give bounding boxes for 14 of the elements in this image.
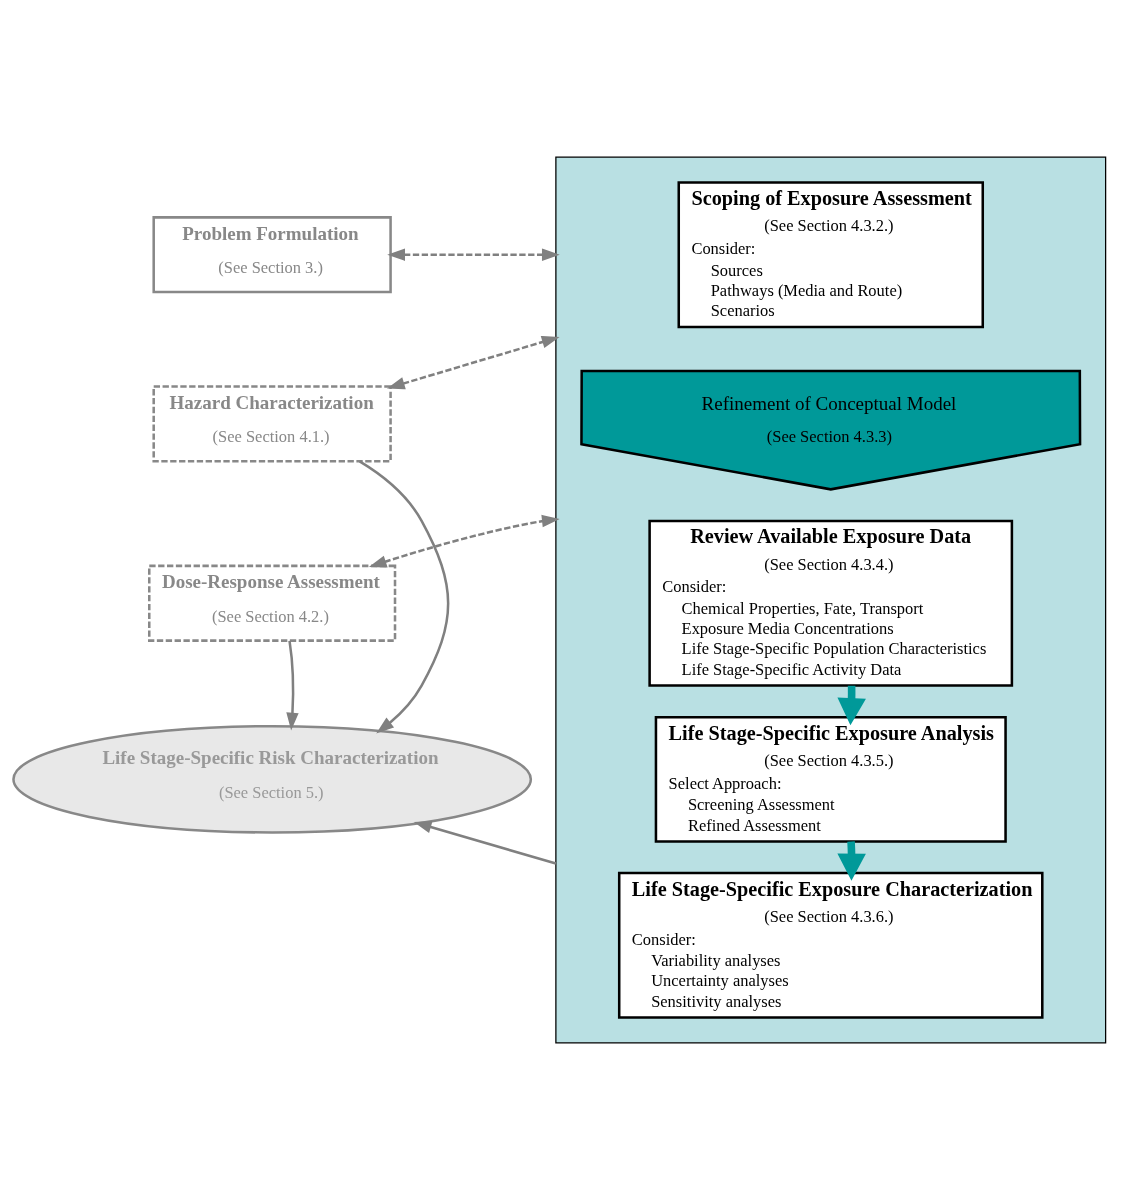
arrow	[286, 640, 299, 730]
node-box: Life Stage-Specific Exposure Analysis (See Section 4.3.5.) Select Approach: Screening Assessment Refined Assessment	[654, 715, 1007, 843]
cluster	[555, 156, 1107, 1043]
arrow	[387, 335, 560, 389]
node-box: Problem Formulation (See Section 3.)	[152, 215, 392, 293]
arrow	[413, 820, 557, 865]
arrow	[368, 514, 560, 567]
node-box: Hazard Characterization (See Section 4.1.)	[152, 384, 392, 463]
arrow	[358, 459, 450, 733]
node-box: Scoping of Exposure Assessment (See Section 4.3.2.) Consider: Sources Pathways (Media and Route) Scenarios	[677, 180, 985, 328]
node-box: Life Stage-Specific Exposure Characterization (See Section 4.3.6.) Consider: Variability analyses Uncertainty analyses Sensitivity analyses	[617, 871, 1044, 1019]
node-box: Review Available Exposure Data (See Section 4.3.4.) Consider: Chemical Properties, Fate, Transport Exposure Media Concentrations Life Stage-Specific Population Characteristics Life Stage-Specific Activity Data	[648, 519, 1014, 687]
node-box: Dose-Response Assessment (See Section 4.2.)	[148, 564, 397, 642]
arrow	[387, 248, 560, 261]
